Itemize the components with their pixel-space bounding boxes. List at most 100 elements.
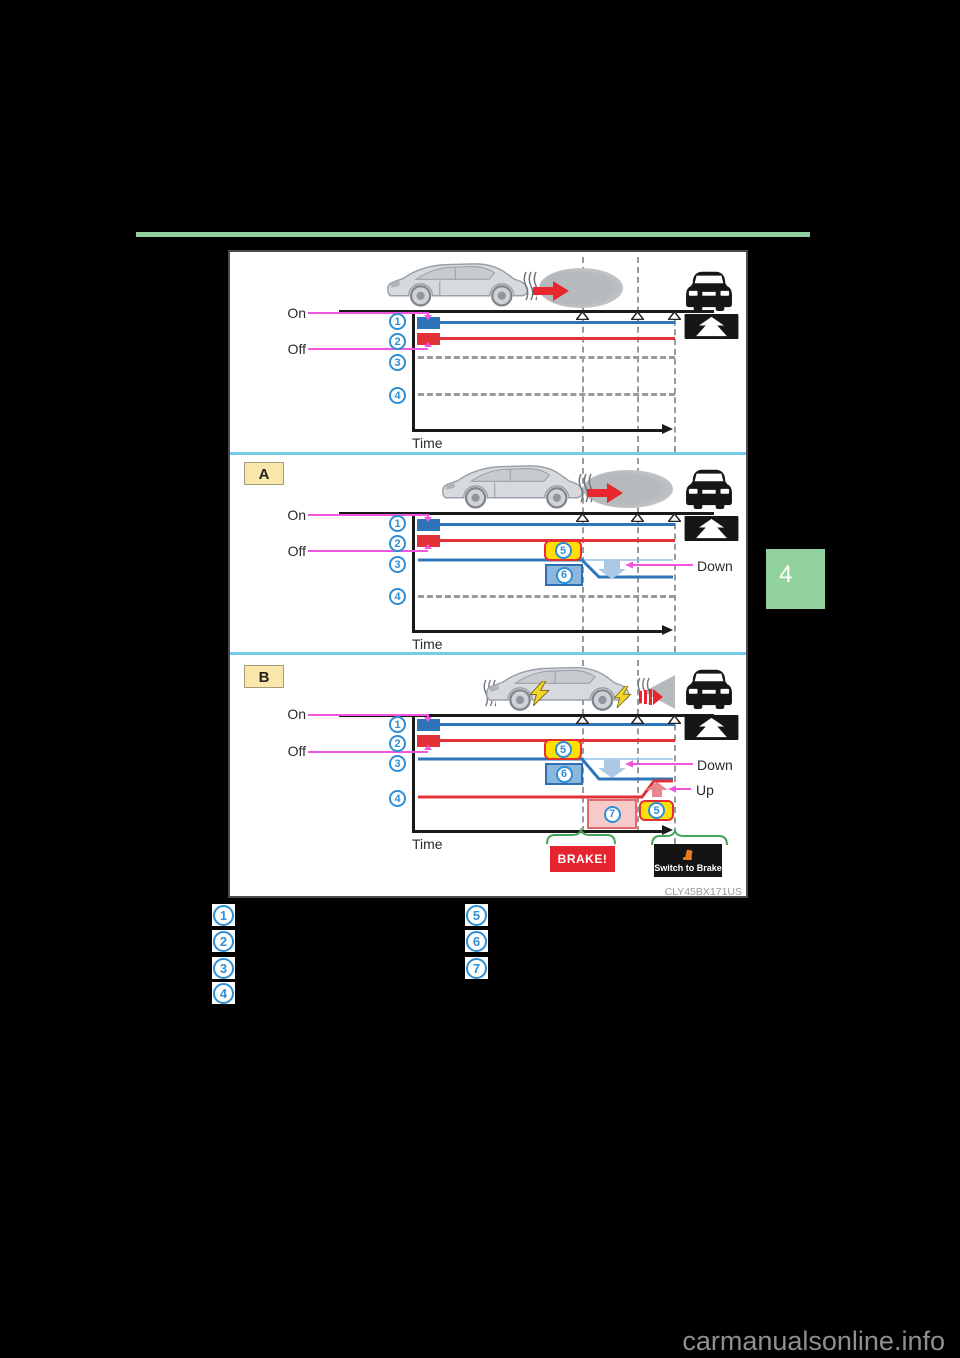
callout-marker-6: 6 xyxy=(555,566,573,584)
legend-marker-7: 7 xyxy=(466,957,487,979)
event-marker-icon xyxy=(576,715,589,724)
event-dashline-2 xyxy=(637,257,639,452)
row-marker-4: 4 xyxy=(389,790,406,807)
row-marker-3: 3 xyxy=(389,556,406,573)
on-pointer-arrow xyxy=(424,717,432,722)
state-off-label: Off xyxy=(287,341,306,357)
row-marker-1: 1 xyxy=(389,716,406,733)
event-dashline-1 xyxy=(582,257,584,452)
state-off-label: Off xyxy=(287,543,306,559)
road-ahead-icon xyxy=(684,516,739,541)
legend-item-6: 6 xyxy=(465,930,488,952)
event-dashline-2 xyxy=(637,458,639,652)
warning-bolt-icon xyxy=(613,686,632,708)
brake-pedal-icon xyxy=(683,848,693,860)
down-annotation: Down xyxy=(697,558,733,574)
row-marker-4: 4 xyxy=(389,588,406,605)
state-on-label: On xyxy=(287,305,306,321)
time-axis xyxy=(412,630,664,633)
time-axis-arrow xyxy=(662,424,673,434)
road-ahead-icon xyxy=(684,715,739,740)
road-line xyxy=(339,310,714,313)
event-marker-icon xyxy=(668,513,681,522)
signal4-trace-inactive xyxy=(418,595,675,598)
signal2-trace xyxy=(440,337,675,340)
legend-item-7: 7 xyxy=(465,957,488,979)
up-annotation: Up xyxy=(696,782,714,798)
on-pointer-line xyxy=(308,514,428,516)
road-ahead-icon xyxy=(684,314,739,339)
legend-item-3: 3 xyxy=(212,957,235,979)
legend-item-5: 5 xyxy=(465,904,488,926)
time-axis xyxy=(412,830,664,833)
approach-arrow-icon xyxy=(639,689,663,705)
warning-bolt-icon xyxy=(529,681,550,706)
legend-marker-2: 2 xyxy=(213,930,234,952)
road-line xyxy=(339,512,714,515)
callout-marker-5: 5 xyxy=(648,802,665,819)
on-pointer-stem xyxy=(427,714,429,718)
lead-vehicle-icon xyxy=(686,469,732,509)
section-b-badge: B xyxy=(244,665,284,688)
value-axis xyxy=(412,516,415,633)
event-dashline-3 xyxy=(674,714,676,844)
row-marker-4: 4 xyxy=(389,387,406,404)
row-marker-1: 1 xyxy=(389,313,406,330)
on-pointer-arrow xyxy=(424,517,432,522)
callout-7-brake-request: 7 xyxy=(587,799,637,829)
time-axis-label: Time xyxy=(412,836,443,852)
on-pointer-stem xyxy=(427,514,429,518)
time-axis xyxy=(412,429,664,432)
off-pointer-arrow xyxy=(424,745,432,750)
down-annotation: Down xyxy=(697,757,733,773)
event-dashline-2 xyxy=(637,660,639,832)
callout-5-set-speed: 5 xyxy=(544,739,582,760)
callout-marker-5: 5 xyxy=(554,542,572,559)
signal2-off-bar xyxy=(417,333,440,345)
state-on-label: On xyxy=(287,706,306,722)
event-marker-icon xyxy=(631,311,644,320)
event-marker-icon xyxy=(668,715,681,724)
signal1-trace xyxy=(440,723,675,726)
legend-marker-4: 4 xyxy=(213,982,234,1004)
event-dashline-1 xyxy=(582,660,584,832)
off-pointer-line xyxy=(308,550,428,552)
signal1-on-bar xyxy=(417,719,440,731)
acceleration-arrow-icon xyxy=(533,281,569,301)
off-pointer-arrow xyxy=(424,544,432,549)
callout-marker-5: 5 xyxy=(554,741,572,758)
event-dashline-3 xyxy=(674,513,676,652)
signal4-trace-inactive xyxy=(418,393,675,396)
lead-vehicle-icon xyxy=(686,271,732,311)
event-marker-icon xyxy=(668,311,681,320)
panel-divider xyxy=(230,652,746,655)
switch-to-brake-display: Switch to Brake xyxy=(654,844,722,877)
legend-marker-3: 3 xyxy=(213,957,234,979)
state-off-label: Off xyxy=(287,743,306,759)
row-marker-2: 2 xyxy=(389,735,406,752)
row-marker-1: 1 xyxy=(389,515,406,532)
legend-marker-6: 6 xyxy=(466,930,487,952)
on-pointer-line xyxy=(308,312,428,314)
event-marker-icon xyxy=(631,715,644,724)
legend-item-4: 4 xyxy=(212,982,235,1004)
signal1-on-bar xyxy=(417,317,440,329)
panel-divider xyxy=(230,452,746,455)
switch-to-brake-text: Switch to Brake xyxy=(654,862,722,873)
chapter-tab: 4 xyxy=(766,549,825,609)
row-marker-2: 2 xyxy=(389,333,406,350)
off-pointer-arrow xyxy=(424,342,432,347)
event-dashline-3 xyxy=(674,310,676,452)
event-marker-icon xyxy=(576,311,589,320)
road-line xyxy=(339,714,714,717)
legend-marker-5: 5 xyxy=(466,904,487,926)
legend-marker-1: 1 xyxy=(213,904,234,926)
on-pointer-arrow xyxy=(424,315,432,320)
own-vehicle-icon xyxy=(441,464,584,509)
value-axis xyxy=(412,314,415,431)
signal2-off-bar xyxy=(417,535,440,547)
legend-item-1: 1 xyxy=(212,904,235,926)
callout-5-set-speed: 5 xyxy=(544,540,582,561)
site-watermark: carmanualsonline.info xyxy=(682,1326,945,1356)
